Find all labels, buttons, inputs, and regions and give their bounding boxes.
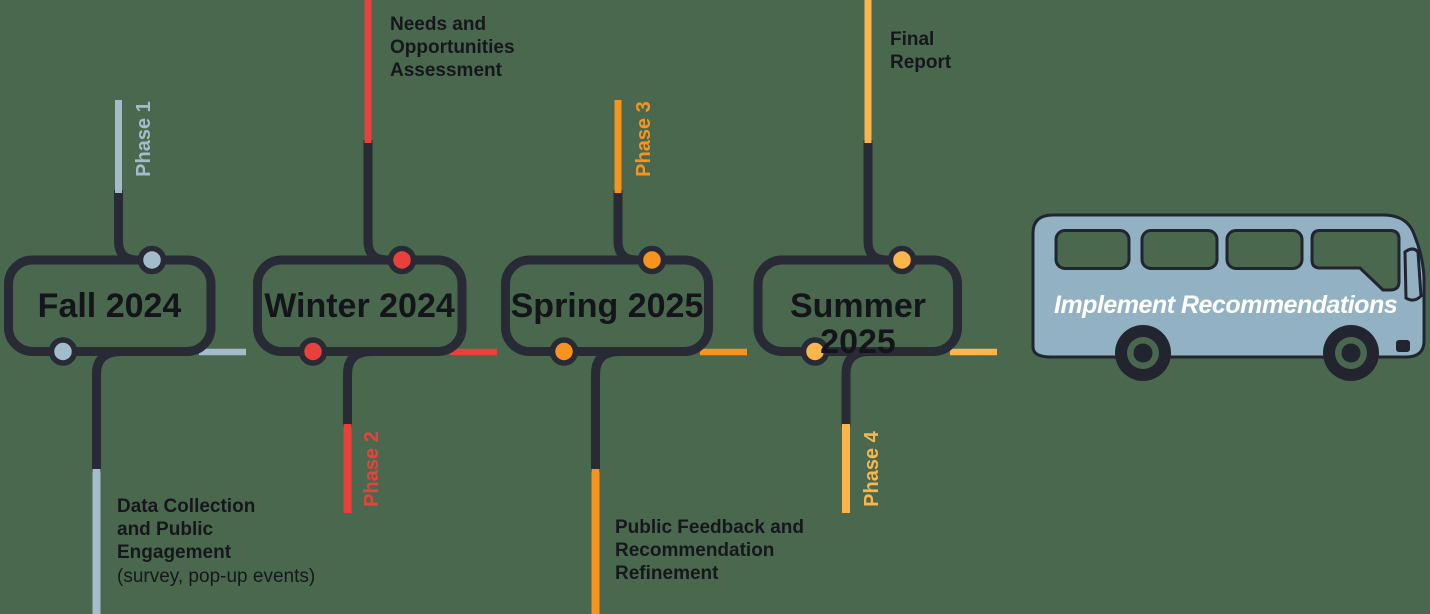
winter-inlet-line [363, 140, 402, 265]
data-collection-note: (survey, pop-up events) [117, 566, 316, 587]
phase-4-label: Phase 4 [861, 431, 883, 507]
summer-inlet-line [863, 140, 902, 265]
bus-windshield [1403, 247, 1423, 302]
bus-front-wheel-hub [1341, 343, 1361, 363]
winter-title: Winter 2024 [264, 287, 455, 325]
bus-rear-wheel-hub [1133, 343, 1153, 363]
spring-bottom-dot [549, 337, 579, 366]
spring-top-dot [637, 245, 667, 275]
station-dots [48, 245, 917, 366]
fall-bottom-dot [48, 337, 78, 366]
data-collection-label: Data Collection and Public Engagement [117, 496, 256, 563]
spring-title: Spring 2025 [510, 287, 704, 325]
summer-box [753, 255, 962, 356]
summer-top-dot [887, 245, 917, 275]
bus-window-2 [1140, 229, 1219, 270]
implement-recommendations-label: Implement Recommendations [1054, 291, 1398, 319]
fall-top-dot [137, 245, 167, 275]
final-report-label: Final Report [890, 29, 952, 73]
needs-assessment-label: Needs and Opportunities Assessment [390, 14, 515, 81]
phase-1-label: Phase 1 [133, 101, 155, 177]
winter-top-dot [387, 245, 417, 275]
bus-wheels [1115, 325, 1379, 381]
public-feedback-label: Public Feedback and Recommendation Refin… [615, 517, 804, 584]
fall-title: Fall 2024 [37, 287, 182, 325]
summer-bottom-dot [800, 337, 830, 366]
summer-title: Summer 2025 [789, 287, 927, 361]
bus-windows [1054, 229, 1401, 292]
fall-box [4, 255, 216, 356]
winter-bottom-dot [298, 337, 328, 366]
bus-window-1 [1054, 229, 1131, 270]
phase-3-label: Phase 3 [633, 101, 655, 177]
bus-front-step [1396, 340, 1410, 352]
bus-window-4 [1310, 229, 1401, 292]
bus-illustration [1031, 213, 1426, 381]
spring-box [501, 255, 713, 356]
spring-outlet-line [591, 347, 621, 472]
season-boxes [4, 255, 962, 356]
phase-2-label: Phase 2 [361, 431, 383, 507]
fall-outlet-line [92, 347, 123, 472]
colored-line-tips [92, 0, 872, 614]
bus-window-3 [1225, 229, 1304, 270]
winter-box [253, 255, 467, 356]
